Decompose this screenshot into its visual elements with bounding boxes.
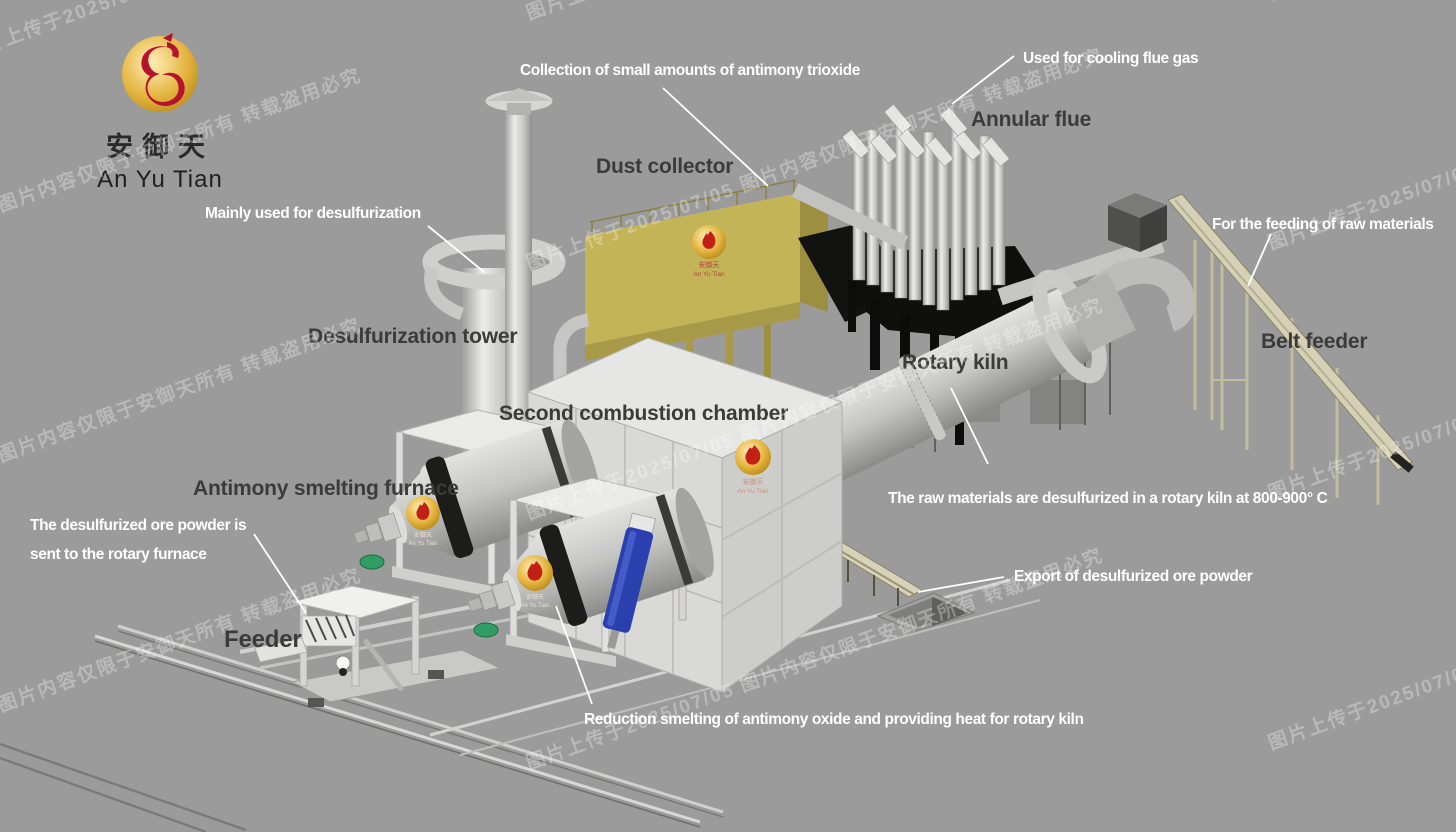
chamber-logo-en: An Yu Tian: [737, 488, 769, 495]
dragon-logo-icon: [122, 33, 198, 112]
furnace2-logo-en: An Yu Tian: [521, 603, 550, 609]
label-rotary-kiln: Rotary kiln: [902, 351, 1009, 374]
dust-collector-logo-en: An Yu Tian: [693, 271, 725, 278]
furnace1-logo-en: An Yu Tian: [409, 541, 438, 547]
annotation-kiln-desulfurization: The raw materials are desulfurized in a …: [888, 490, 1328, 507]
connecting-pipes: [791, 183, 1196, 332]
chamber-logo-zh: 安御天: [743, 477, 764, 486]
label-dust-collector: Dust collector: [596, 155, 734, 178]
logo-text-en: An Yu Tian: [97, 166, 223, 193]
annotation-desulfurization-purpose: Mainly used for desulfurization: [205, 205, 421, 222]
annotation-antimony-trioxide: Collection of small amounts of antimony …: [520, 62, 860, 79]
logo-text-zh: 安御天: [106, 132, 214, 162]
feeder-cart: [254, 585, 502, 707]
leader-lines: [253, 55, 1272, 705]
annotation-cooling-flue-gas: Used for cooling flue gas: [1023, 50, 1199, 67]
label-antimony-smelting-furnace: Antimony smelting furnace: [193, 477, 459, 500]
rotary-kiln-shape: [777, 269, 1136, 495]
dust-collector-logo-zh: 安御天: [699, 260, 720, 269]
label-belt-feeder: Belt feeder: [1261, 330, 1368, 353]
annotation-raw-material-feeding: For the feeding of raw materials: [1212, 216, 1434, 233]
label-second-combustion-chamber: Second combustion chamber: [499, 402, 789, 425]
annotation-reduction-smelting: Reduction smelting of antimony oxide and…: [584, 711, 1084, 728]
smelting-furnace-1: 安御天 An Yu Tian: [353, 409, 600, 599]
label-annular-flue: Annular flue: [971, 108, 1092, 131]
chimney: [484, 88, 554, 442]
annotation-ore-powder-line1: The desulfurized ore powder is: [30, 517, 247, 534]
hydraulic-cylinder: [602, 512, 657, 649]
label-feeder: Feeder: [224, 626, 302, 653]
annotation-ore-powder-export: Export of desulfurized ore powder: [1014, 568, 1253, 585]
label-desulfurization-tower: Desulfurization tower: [308, 325, 518, 348]
export-pit: [876, 592, 976, 632]
hood-box: [1108, 193, 1167, 252]
company-logo: 安御天 An Yu Tian: [60, 28, 260, 194]
belt-feeder-shape: [1167, 193, 1414, 505]
annotation-ore-powder-line2: sent to the rotary furnace: [30, 546, 207, 563]
furnace2-logo-zh: 安御天: [526, 593, 544, 601]
furnace1-logo-zh: 安御天: [414, 531, 432, 539]
